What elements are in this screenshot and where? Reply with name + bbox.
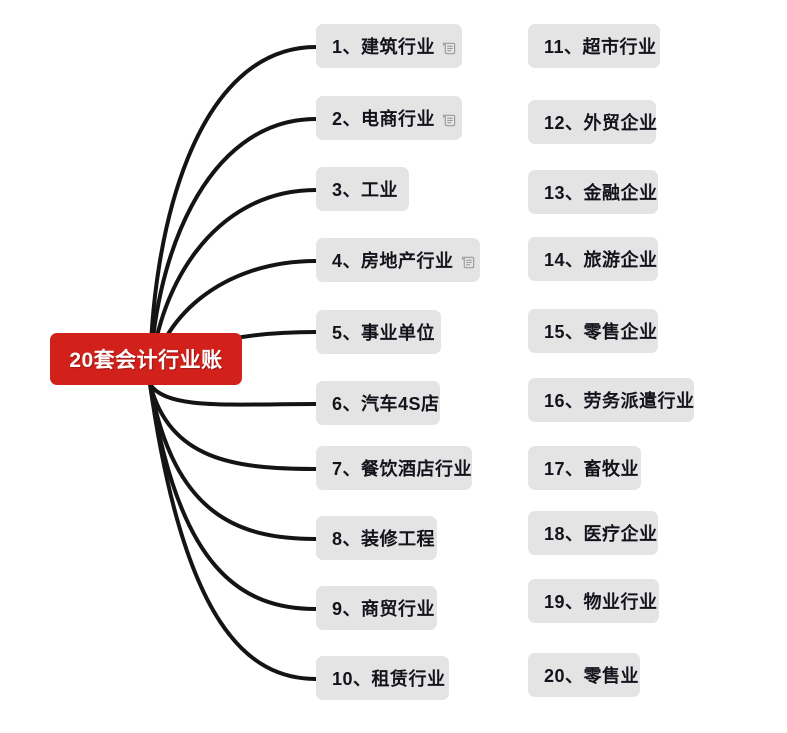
branch-node-label: 11、超市行业 bbox=[544, 37, 657, 57]
branch-node-11[interactable]: 11、超市行业 bbox=[528, 24, 660, 68]
branch-node-6[interactable]: 6、汽车4S店 bbox=[316, 381, 440, 425]
branch-node-label: 20、零售业 bbox=[544, 666, 640, 686]
branch-node-label: 19、物业行业 bbox=[544, 592, 658, 612]
branch-node-label: 12、外贸企业 bbox=[544, 113, 658, 133]
edge-to-branch-9 bbox=[148, 382, 318, 611]
branch-node-7[interactable]: 7、餐饮酒店行业 bbox=[316, 446, 472, 490]
edge-to-branch-6 bbox=[148, 382, 318, 407]
branch-node-label: 7、餐饮酒店行业 bbox=[332, 459, 473, 479]
branch-node-17[interactable]: 17、畜牧业 bbox=[528, 446, 641, 490]
edge-to-branch-10 bbox=[148, 382, 318, 681]
branch-node-label: 8、装修工程 bbox=[332, 529, 436, 549]
branch-node-4[interactable]: 4、房地产行业 bbox=[316, 238, 480, 282]
note-document-icon bbox=[442, 40, 457, 55]
edge-to-branch-7 bbox=[148, 382, 318, 471]
root-node[interactable]: 20套会计行业账 bbox=[50, 333, 242, 385]
branch-node-18[interactable]: 18、医疗企业 bbox=[528, 511, 658, 555]
branch-node-19[interactable]: 19、物业行业 bbox=[528, 579, 659, 623]
root-node-label: 20套会计行业账 bbox=[69, 349, 223, 372]
branch-node-14[interactable]: 14、旅游企业 bbox=[528, 237, 658, 281]
branch-node-16[interactable]: 16、劳务派遣行业 bbox=[528, 378, 694, 422]
branch-node-2[interactable]: 2、电商行业 bbox=[316, 96, 462, 140]
branch-node-8[interactable]: 8、装修工程 bbox=[316, 516, 437, 560]
branch-node-9[interactable]: 9、商贸行业 bbox=[316, 586, 437, 630]
branch-node-label: 5、事业单位 bbox=[332, 323, 436, 343]
branch-node-5[interactable]: 5、事业单位 bbox=[316, 310, 441, 354]
note-document-icon bbox=[442, 112, 457, 127]
branch-node-label: 15、零售企业 bbox=[544, 322, 658, 342]
edge-to-branch-8 bbox=[148, 382, 318, 541]
branch-node-label: 3、工业 bbox=[332, 180, 399, 200]
branch-node-label: 14、旅游企业 bbox=[544, 250, 658, 270]
branch-node-20[interactable]: 20、零售业 bbox=[528, 653, 640, 697]
branch-node-label: 9、商贸行业 bbox=[332, 599, 436, 619]
branch-node-12[interactable]: 12、外贸企业 bbox=[528, 100, 658, 144]
branch-node-label: 13、金融企业 bbox=[544, 183, 658, 203]
branch-node-label: 18、医疗企业 bbox=[544, 524, 658, 544]
branch-node-label: 10、租赁行业 bbox=[332, 669, 446, 689]
branch-node-13[interactable]: 13、金融企业 bbox=[528, 170, 658, 214]
branch-node-10[interactable]: 10、租赁行业 bbox=[316, 656, 449, 700]
branch-node-1[interactable]: 1、建筑行业 bbox=[316, 24, 462, 68]
branch-node-15[interactable]: 15、零售企业 bbox=[528, 309, 658, 353]
branch-node-label: 16、劳务派遣行业 bbox=[544, 391, 695, 411]
note-document-icon bbox=[461, 254, 476, 269]
branch-node-label: 2、电商行业 bbox=[332, 109, 436, 129]
branch-node-label: 4、房地产行业 bbox=[332, 251, 454, 271]
branch-node-label: 6、汽车4S店 bbox=[332, 394, 440, 414]
branch-node-3[interactable]: 3、工业 bbox=[316, 167, 409, 211]
branch-node-label: 1、建筑行业 bbox=[332, 37, 436, 57]
branch-node-label: 17、畜牧业 bbox=[544, 459, 640, 479]
